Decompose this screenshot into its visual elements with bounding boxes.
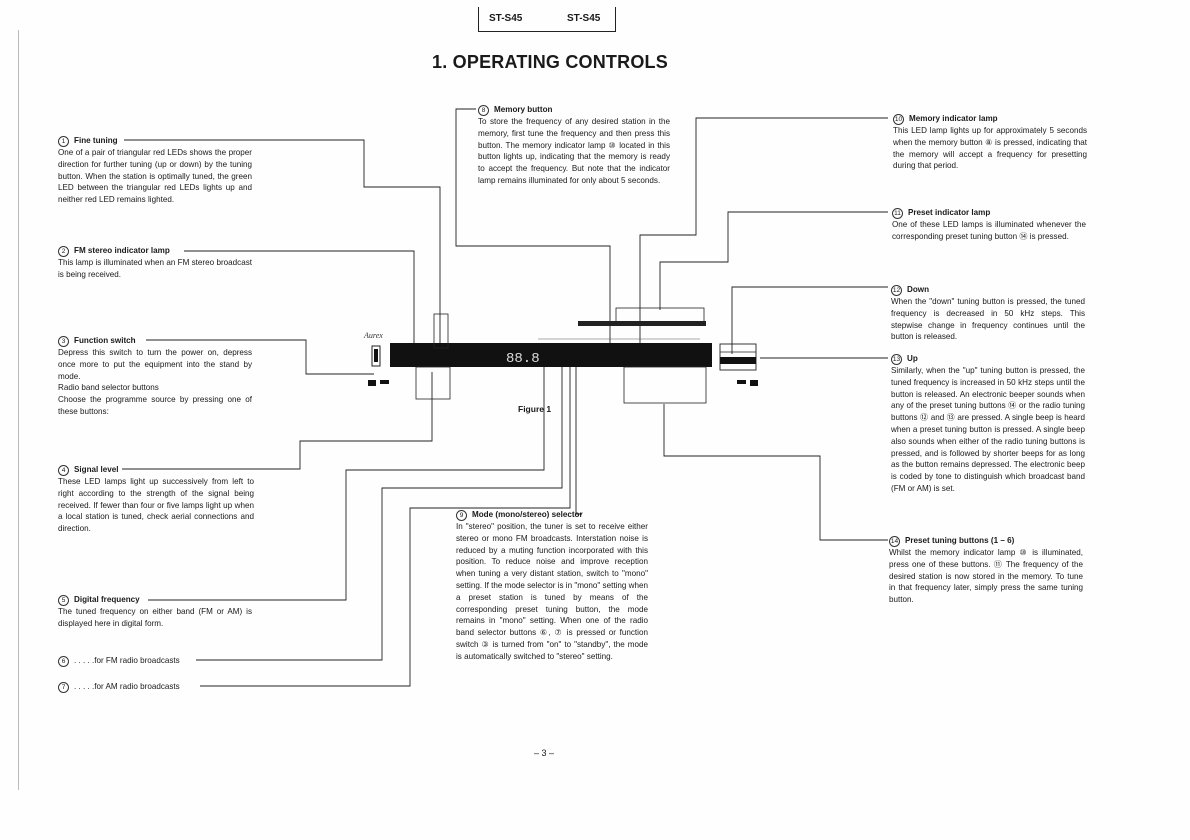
section-title: Memory indicator lamp xyxy=(909,114,998,123)
section-heading: 4 Signal level xyxy=(58,464,254,476)
callout-number: 1 xyxy=(58,136,69,147)
section-body: This lamp is illuminated when an FM ster… xyxy=(58,258,252,279)
section-heading: 12 Down xyxy=(891,284,1085,296)
tuner-front-panel xyxy=(368,307,758,404)
section-heading: 11 Preset indicator lamp xyxy=(892,207,1086,219)
section-body: These LED lamps light up successively fr… xyxy=(58,477,254,534)
page-number: – 3 – xyxy=(534,748,555,758)
brand-logo: Aurex xyxy=(363,331,383,340)
callout-number: 3 xyxy=(58,336,69,347)
section-heading: 5 Digital frequency xyxy=(58,594,252,606)
section-title: Preset indicator lamp xyxy=(908,208,991,217)
section-body: One of these LED lamps is illuminated wh… xyxy=(892,220,1086,241)
section-up: 13 Up Similarly, when the "up" tuning but… xyxy=(891,353,1085,495)
model-header: ST-S45 ST-S45 xyxy=(478,7,616,32)
callout-number: 11 xyxy=(892,208,903,219)
callout-number: 5 xyxy=(58,595,69,606)
section-heading: 9 Mode (mono/stereo) selector xyxy=(456,509,648,521)
display-digits: 88.8 xyxy=(506,351,540,367)
section-memory-button: 8 Memory button To store the frequency of… xyxy=(478,104,670,187)
callout-number: 2 xyxy=(58,246,69,257)
section-heading: 10 Memory indicator lamp xyxy=(893,113,1087,125)
section-preset-indicator: 11 Preset indicator lamp One of these LED… xyxy=(892,207,1086,243)
section-fine-tuning: 1 Fine tuning One of a pair of triangular… xyxy=(58,135,252,206)
callout-number: 14 xyxy=(889,536,900,547)
section-body: In "stereo" position, the tuner is set t… xyxy=(456,522,649,661)
section-title: Function switch xyxy=(74,336,136,345)
section-down: 12 Down When the "down" tuning button is … xyxy=(891,284,1085,343)
section-mode-selector: 9 Mode (mono/stereo) selector In "stereo"… xyxy=(456,509,648,663)
section-heading: 1 Fine tuning xyxy=(58,135,252,147)
callout-number: 6 xyxy=(58,656,69,667)
section-body: When the "down" tuning button is pressed… xyxy=(891,297,1085,342)
section-title: Memory button xyxy=(494,105,553,114)
section-digital-frequency: 5 Digital frequency The tuned frequency o… xyxy=(58,594,252,630)
section-heading: 13 Up xyxy=(891,353,1085,365)
section-title: Preset tuning buttons (1 – 6) xyxy=(905,536,1015,545)
model-label-left: ST-S45 xyxy=(489,13,523,24)
callout-number: 8 xyxy=(478,105,489,116)
section-heading: 3 Function switch xyxy=(58,335,252,347)
section-memory-indicator: 10 Memory indicator lamp This LED lamp li… xyxy=(893,113,1087,172)
model-label-right: ST-S45 xyxy=(567,13,601,24)
section-signal-level: 4 Signal level These LED lamps light up s… xyxy=(58,464,254,535)
section-title: Digital frequency xyxy=(74,595,140,604)
callout-number: 12 xyxy=(891,285,902,296)
section-text: . . . . .for AM radio broadcasts xyxy=(74,682,180,691)
section-title: Fine tuning xyxy=(74,136,118,145)
figure-caption: Figure 1 xyxy=(518,404,552,414)
section-title: Signal level xyxy=(74,465,119,474)
section-body: This LED lamp lights up for approximatel… xyxy=(893,126,1087,171)
section-preset-buttons: 14 Preset tuning buttons (1 – 6) Whilst t… xyxy=(889,535,1083,606)
section-text: . . . . .for FM radio broadcasts xyxy=(74,656,180,665)
section-body: Whilst the memory indicator lamp ⑩ is il… xyxy=(889,548,1083,605)
section-body: To store the frequency of any desired st… xyxy=(478,117,670,185)
callout-number: 9 xyxy=(456,510,467,521)
section-fm-stereo-lamp: 2 FM stereo indicator lamp This lamp is i… xyxy=(58,245,252,281)
section-title: Mode (mono/stereo) selector xyxy=(472,510,583,519)
section-title: Up xyxy=(907,354,918,363)
section-title: FM stereo indicator lamp xyxy=(74,246,170,255)
callout-number: 13 xyxy=(891,354,902,365)
section-body: One of a pair of triangular red LEDs sho… xyxy=(58,148,252,205)
section-body: The tuned frequency on either band (FM o… xyxy=(58,607,252,628)
section-am-button: 7 . . . . .for AM radio broadcasts xyxy=(58,681,208,693)
section-body: Depress this switch to turn the power on… xyxy=(58,348,252,416)
binding-margin-line xyxy=(18,30,19,790)
section-heading: 2 FM stereo indicator lamp xyxy=(58,245,252,257)
section-title: Down xyxy=(907,285,930,294)
callout-number: 10 xyxy=(893,114,904,125)
section-body: Similarly, when the "up" tuning button i… xyxy=(891,366,1085,493)
section-heading: 8 Memory button xyxy=(478,104,670,116)
callout-number: 7 xyxy=(58,682,69,693)
section-heading: 14 Preset tuning buttons (1 – 6) xyxy=(889,535,1083,547)
section-function-switch: 3 Function switch Depress this switch to … xyxy=(58,335,252,418)
section-fm-button: 6 . . . . .for FM radio broadcasts xyxy=(58,655,208,667)
callout-number: 4 xyxy=(58,465,69,476)
page-title: 1. OPERATING CONTROLS xyxy=(432,52,668,72)
